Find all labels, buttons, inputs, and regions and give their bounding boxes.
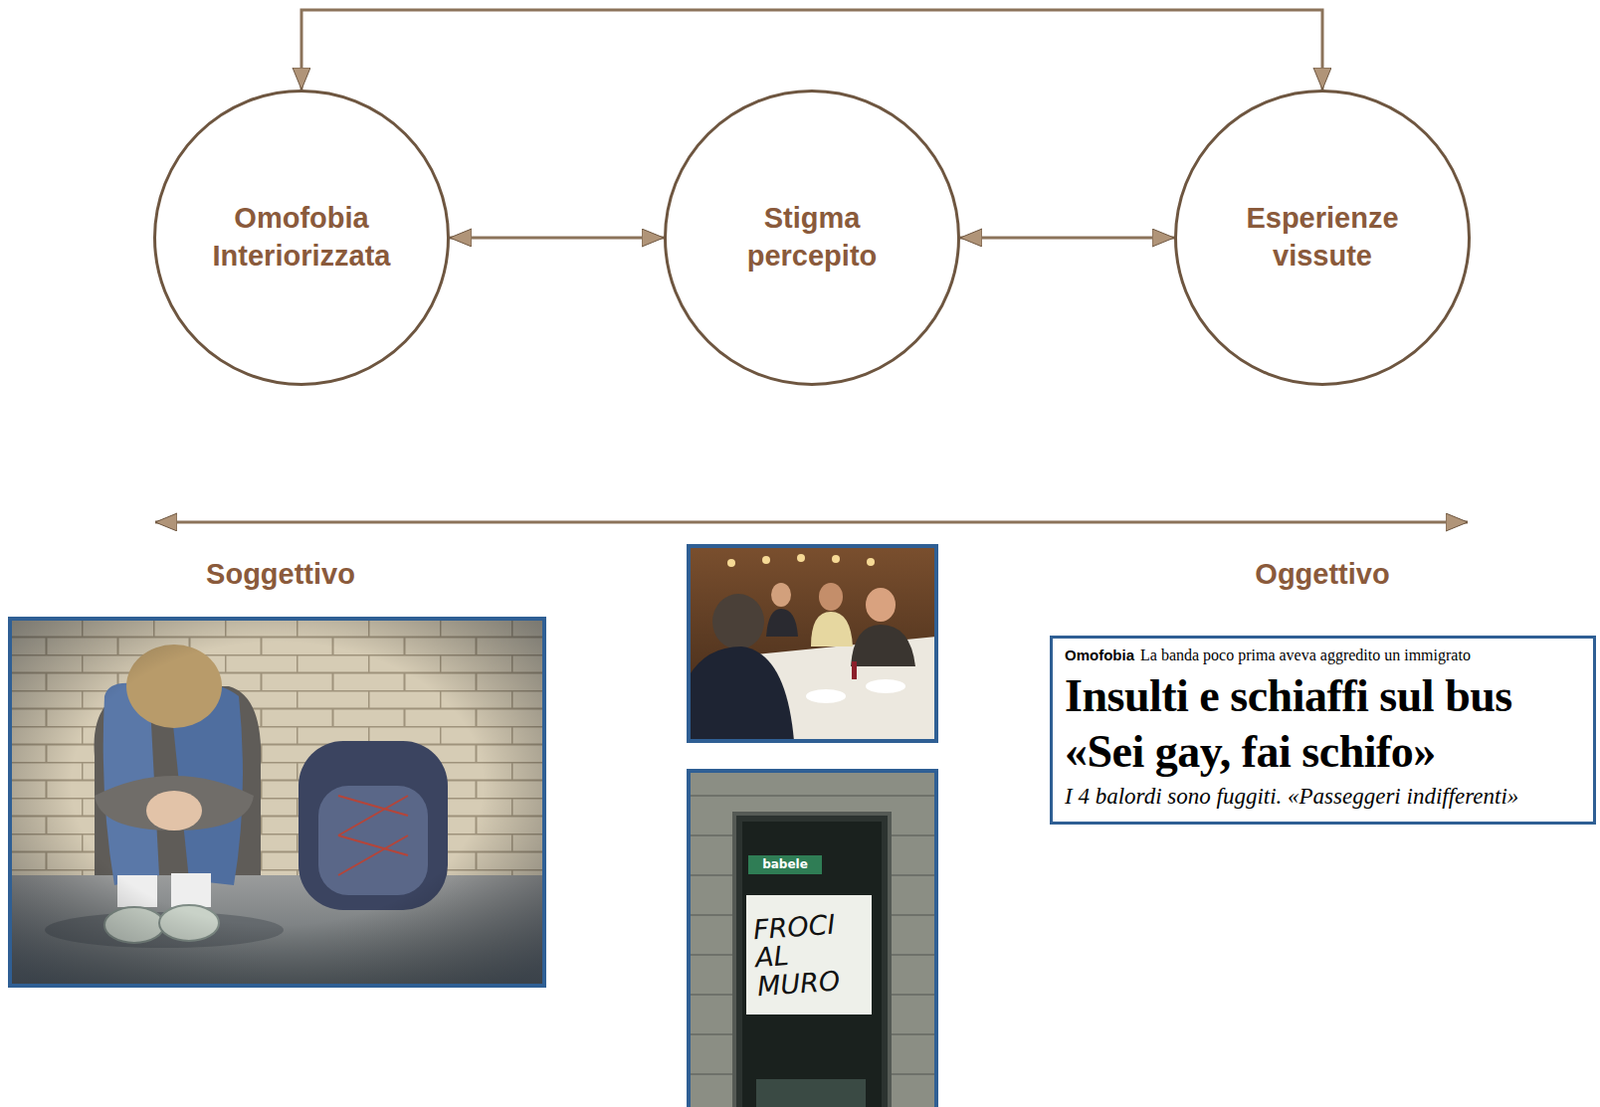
vignette	[9, 618, 545, 987]
person-back	[688, 646, 795, 742]
circle-outline	[1174, 89, 1471, 387]
circle-outline	[663, 89, 961, 387]
news-clipping: Omofobia La banda poco prima aveva aggred…	[1049, 635, 1597, 825]
lamp	[831, 555, 840, 564]
shop-sign	[748, 855, 822, 875]
person	[771, 583, 792, 607]
graffiti-text: FROCI AL MURO	[752, 909, 866, 1001]
node-label: Omofobia Interiorizzata	[187, 200, 416, 275]
axis-label: Soggettivo	[205, 558, 356, 592]
person	[865, 588, 896, 622]
clip-kicker: Omofobia	[1064, 646, 1135, 664]
headline: Insulti e schiaffi sul bus «Sei gay, fai…	[1064, 668, 1582, 781]
window-glass	[742, 821, 882, 1107]
clip-summary: La banda poco prima aveva aggredito un i…	[1140, 646, 1471, 664]
brick-wall	[9, 618, 545, 987]
person	[850, 624, 916, 667]
concept-circle: Esperienze vissute	[1174, 89, 1471, 387]
shop-sign-text: babele	[762, 857, 808, 872]
photo-storefront	[688, 771, 937, 1107]
photo-frame	[688, 546, 937, 742]
photo-boy	[9, 618, 545, 987]
shop-window	[734, 813, 890, 1107]
axis-label: Oggettivo	[1254, 558, 1390, 592]
lamp	[866, 558, 875, 567]
person	[766, 608, 799, 637]
node-content: Stigma percepito	[663, 89, 961, 387]
circle-outline	[155, 91, 449, 386]
connector	[301, 9, 1323, 90]
lamp	[727, 559, 736, 568]
circle-outline	[665, 91, 960, 386]
room	[688, 546, 937, 742]
shelf	[756, 1079, 866, 1107]
subheadline: I 4 balordi sono fuggiti. «Passeggeri in…	[1064, 784, 1582, 810]
axis-arrow	[155, 521, 1468, 525]
node-label: Esperienze vissute	[1207, 200, 1437, 275]
lamp	[797, 554, 805, 563]
photo-frame	[688, 771, 937, 1107]
glass	[851, 661, 857, 680]
plate	[865, 679, 906, 694]
plate	[805, 689, 846, 704]
person-back	[712, 594, 765, 650]
concept-circle: Omofobia Interiorizzata	[153, 89, 450, 387]
photo-restaurant	[688, 546, 937, 742]
circle-outline	[1176, 91, 1470, 386]
connector	[449, 236, 664, 240]
lamp	[762, 556, 771, 565]
concept-circle: Stigma percepito	[663, 89, 961, 387]
connector	[960, 236, 1175, 240]
paper-sheet	[746, 895, 872, 1015]
node-content: Omofobia Interiorizzata	[153, 89, 450, 387]
person	[818, 583, 843, 611]
node-label: Stigma percepito	[697, 200, 927, 275]
circle-outline	[153, 89, 450, 387]
node-content: Esperienze vissute	[1174, 89, 1471, 387]
photo-frame	[9, 618, 545, 987]
person	[810, 611, 853, 647]
